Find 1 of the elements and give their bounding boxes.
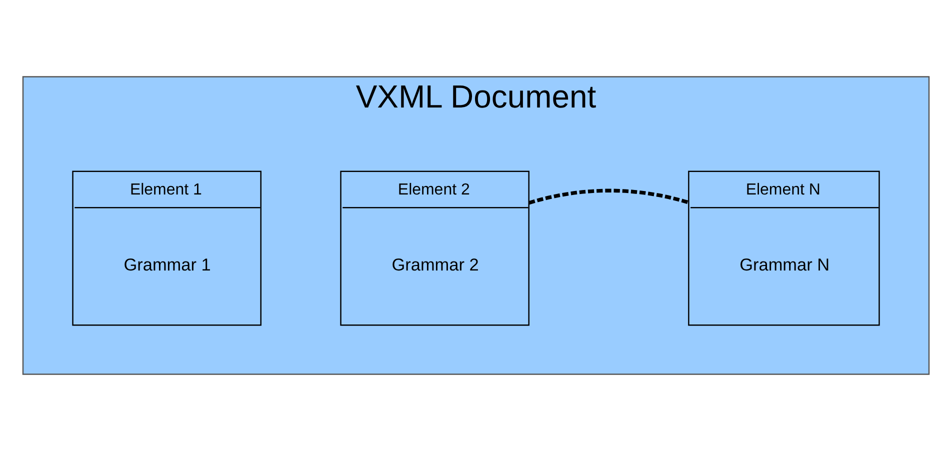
connector	[528, 188, 689, 204]
